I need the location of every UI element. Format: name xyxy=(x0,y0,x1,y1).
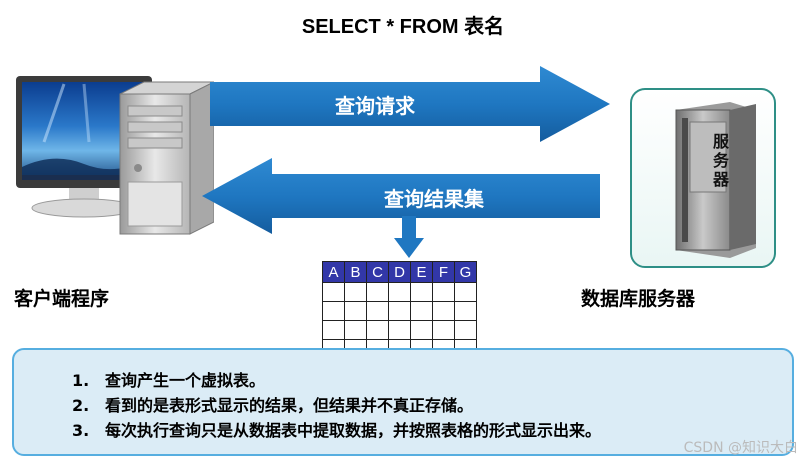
column-header: B xyxy=(344,261,367,283)
request-arrow xyxy=(210,66,610,142)
list-number: 1. xyxy=(72,371,90,390)
column-header: E xyxy=(410,261,433,283)
server-char: 器 xyxy=(712,170,729,189)
result-table-header: A B C D E F G xyxy=(322,261,477,283)
result-arrow xyxy=(202,158,600,234)
list-text: 看到的是表形式显示的结果，但结果并不真正存储。 xyxy=(105,396,474,415)
notes-box: 1. 查询产生一个虚拟表。 2. 看到的是表形式显示的结果，但结果并不真正存储。 3… xyxy=(12,348,794,456)
table-row xyxy=(322,282,477,302)
request-arrow-label: 查询请求 xyxy=(335,94,415,118)
diagram-title: SELECT * FROM 表名 xyxy=(301,16,505,38)
column-header: F xyxy=(432,261,455,283)
server-char: 务 xyxy=(712,151,729,170)
list-text: 每次执行查询只是从数据表中提取数据，并按照表格的形式显示出来。 xyxy=(105,421,602,440)
server-icon xyxy=(630,88,776,268)
notes-list: 1. 查询产生一个虚拟表。 2. 看到的是表形式显示的结果，但结果并不真正存储。 3… xyxy=(72,368,601,443)
list-item: 3. 每次执行查询只是从数据表中提取数据，并按照表格的形式显示出来。 xyxy=(72,418,601,443)
column-header: G xyxy=(454,261,477,283)
server-label-vertical: 服 务 器 xyxy=(706,132,736,189)
watermark: CSDN @知识大白 xyxy=(683,440,798,456)
column-header: C xyxy=(366,261,389,283)
list-item: 1. 查询产生一个虚拟表。 xyxy=(72,368,601,393)
table-row xyxy=(322,301,477,321)
list-item: 2. 看到的是表形式显示的结果，但结果并不真正存储。 xyxy=(72,393,601,418)
list-text: 查询产生一个虚拟表。 xyxy=(105,371,266,390)
server-char: 服 xyxy=(712,132,729,151)
client-computer-icon xyxy=(16,76,214,235)
list-number: 3. xyxy=(72,421,90,440)
table-row xyxy=(322,320,477,340)
server-label: 数据库服务器 xyxy=(581,288,696,310)
column-header: A xyxy=(322,261,345,283)
down-arrow-icon xyxy=(394,216,424,258)
column-header: D xyxy=(388,261,411,283)
result-arrow-label: 查询结果集 xyxy=(384,187,484,211)
list-number: 2. xyxy=(72,396,90,415)
client-label: 客户端程序 xyxy=(14,288,110,310)
result-table: A B C D E F G xyxy=(322,261,477,359)
